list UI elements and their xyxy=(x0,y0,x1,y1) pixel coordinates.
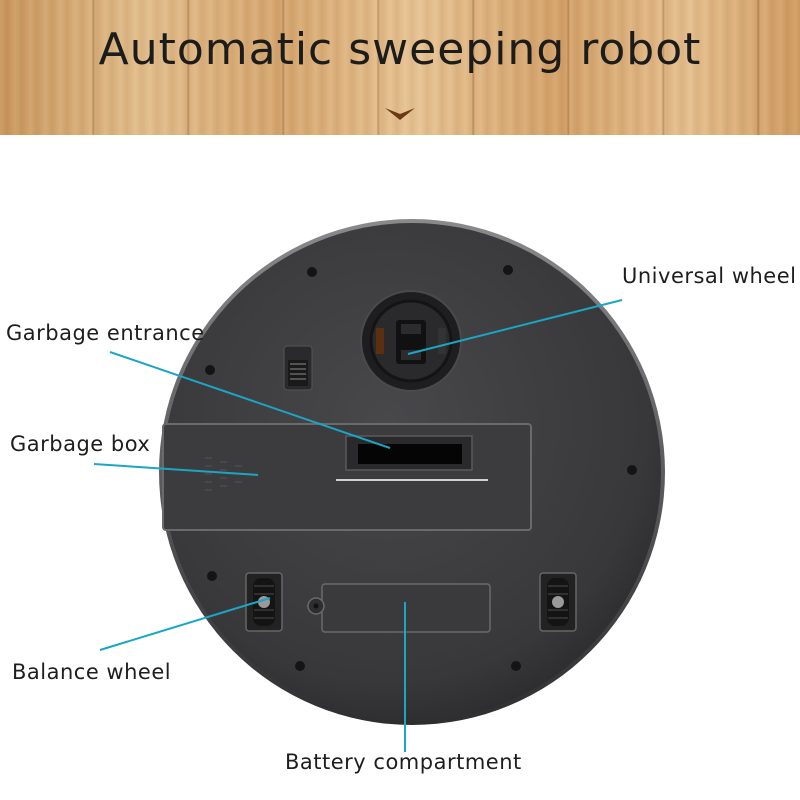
screw-hole xyxy=(307,267,317,277)
pointer-balance-wheel xyxy=(99,597,271,651)
chevron-down-icon xyxy=(385,108,415,120)
pointer-garbage-entrance xyxy=(109,351,391,449)
pointer-garbage-box xyxy=(93,463,259,476)
screw-hole xyxy=(511,661,521,671)
balance-wheel-left xyxy=(245,572,283,632)
label-battery-compartment: Battery compartment xyxy=(285,750,522,774)
pointer-lines xyxy=(93,299,623,752)
page-title: Automatic sweeping robot xyxy=(98,24,702,75)
screw-hole xyxy=(627,465,637,475)
power-switch xyxy=(283,345,313,391)
screw-hole xyxy=(205,365,215,375)
screw-holes xyxy=(205,265,637,671)
universal-wheel xyxy=(360,290,462,392)
label-universal-wheel: Universal wheel xyxy=(622,264,797,288)
balance-wheel-right xyxy=(539,572,577,632)
screw-hole xyxy=(503,265,513,275)
screw-hole xyxy=(207,571,217,581)
wood-banner: Automatic sweeping robot xyxy=(0,0,800,135)
label-balance-wheel: Balance wheel xyxy=(12,660,172,684)
battery-compartment xyxy=(307,583,491,633)
pointer-universal-wheel xyxy=(407,299,623,355)
screw-hole xyxy=(295,661,305,671)
label-garbage-box: Garbage box xyxy=(10,432,151,456)
label-garbage-entrance: Garbage entrance xyxy=(6,321,205,345)
garbage-entrance xyxy=(336,435,488,481)
wood-texture xyxy=(0,0,800,135)
